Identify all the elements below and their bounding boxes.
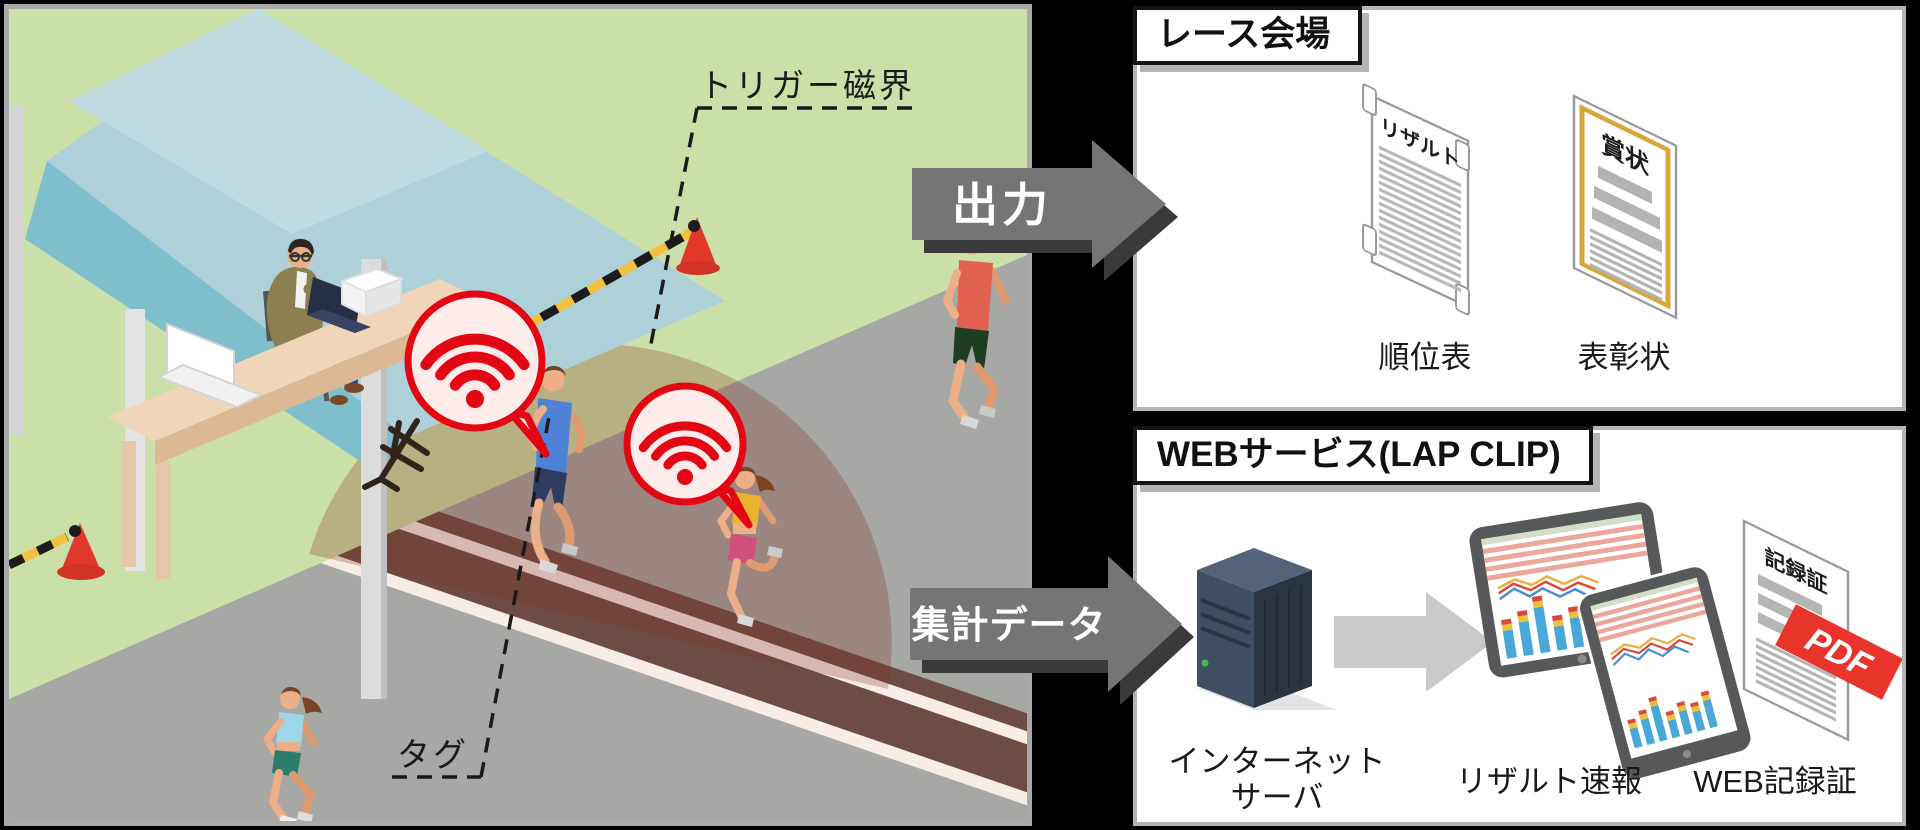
results-tablets (1469, 502, 1754, 782)
trigger-field-annotation: トリガー磁界 (648, 67, 917, 350)
trigger-field-label: トリガー磁界 (699, 67, 915, 104)
tag-annotation: タグ (392, 416, 551, 779)
white-laptop (156, 322, 264, 409)
wifi-icon (420, 333, 530, 391)
timing-antenna (362, 418, 430, 492)
web-service-icons: 記録証 PDF (1197, 502, 1902, 782)
tent-pole-far (9, 105, 23, 435)
record-certificate-document: 記録証 PDF (1742, 519, 1902, 742)
scene-svg: トリガー磁界 タグ (9, 9, 1027, 821)
tablet-small (1577, 564, 1754, 782)
runner-teal (263, 686, 322, 821)
server-icon (1197, 548, 1337, 710)
race-venue-panel: レース会場 リザルト 賞状 順位表 (1133, 6, 1906, 411)
wifi-icon (638, 421, 732, 470)
race-venue-icons: リザルト 賞状 (1362, 83, 1678, 320)
result-sheet-caption: 順位表 (1378, 340, 1472, 375)
race-venue-title: レース会場 (1133, 6, 1363, 65)
record-caption: WEB記録証 (1693, 764, 1857, 799)
results-caption: リザルト速報 (1456, 764, 1642, 799)
server-caption: インターネット サーバ (1169, 744, 1386, 815)
race-scene-illustration: トリガー磁界 タグ (4, 4, 1032, 826)
tag-label: タグ (397, 736, 469, 773)
tablet-home-button (1682, 750, 1691, 759)
cone-left (9, 523, 105, 580)
wifi-bubble-2 (623, 382, 753, 529)
timing-band (309, 467, 1027, 806)
flow-arrow (1334, 592, 1493, 692)
web-service-title: WEBサービス(LAP CLIP) (1133, 426, 1593, 485)
award-certificate-document: 賞状 (1572, 94, 1678, 320)
wifi-bubble-1 (404, 290, 550, 458)
award-certificate-caption: 表彰状 (1577, 340, 1671, 375)
web-service-panel: WEBサービス(LAP CLIP) (1133, 426, 1906, 826)
server-led (1201, 659, 1209, 667)
result-sheet-document: リザルト (1362, 83, 1470, 316)
tablet-home-button (1577, 654, 1587, 664)
white-box (339, 267, 404, 318)
server-caption-line2: サーバ (1230, 779, 1324, 815)
runner-red (943, 229, 1010, 429)
server-caption-line1: インターネット (1168, 744, 1386, 779)
trigger-field-dome (309, 343, 892, 689)
